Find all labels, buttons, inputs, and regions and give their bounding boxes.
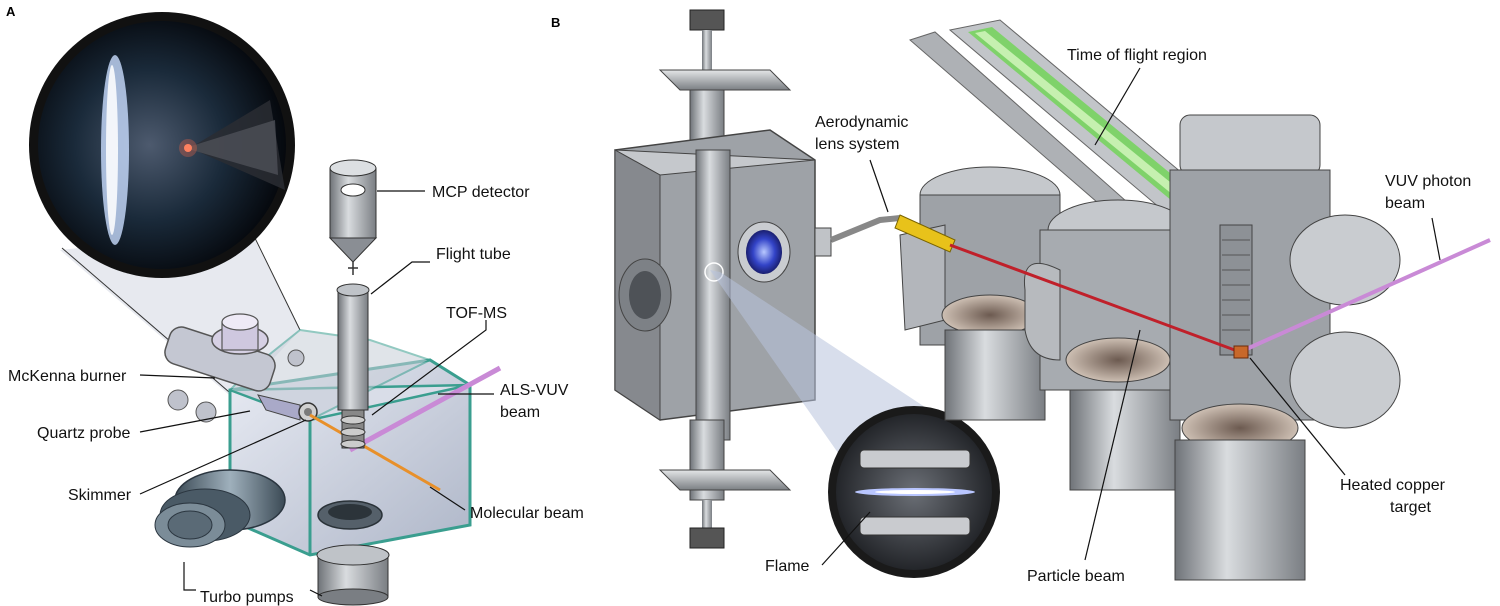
flight-tube <box>336 283 370 449</box>
label-aero-2: lens system <box>815 136 899 153</box>
label-mckenna-burner: McKenna burner <box>8 368 127 385</box>
label-vuv-1: VUV photon <box>1385 173 1471 190</box>
label-flame: Flame <box>765 558 810 575</box>
label-heated-2: target <box>1390 499 1431 516</box>
particle-beam-line <box>949 243 1241 354</box>
label-tof-ms: TOF-MS <box>446 305 507 322</box>
label-time-of-flight: Time of flight region <box>1067 47 1207 64</box>
label-turbo-pumps: Turbo pumps <box>200 589 294 606</box>
molecular-beam-line <box>309 413 441 492</box>
turbo-pumps <box>154 469 390 606</box>
label-particle-beam: Particle beam <box>1027 568 1125 585</box>
chambers-b <box>899 114 1401 581</box>
label-heated-1: Heated copper <box>1340 477 1446 494</box>
label-quartz-probe: Quartz probe <box>37 425 130 442</box>
flame-photo-inset <box>29 12 295 278</box>
tof-tube <box>909 19 1221 249</box>
label-skimmer: Skimmer <box>68 487 132 504</box>
label-aero-1: Aerodynamic <box>815 114 908 131</box>
quartz-probe <box>257 394 318 422</box>
vuv-photon-beam-line <box>1239 238 1491 354</box>
mckenna-burner <box>164 313 305 423</box>
panel-b-label: B <box>551 15 560 30</box>
panel-a-label: A <box>6 4 16 19</box>
label-mcp-detector: MCP detector <box>432 184 530 201</box>
label-molecular-beam: Molecular beam <box>470 505 584 522</box>
aerodynamic-lens <box>894 214 956 253</box>
mcp-detector <box>328 159 378 275</box>
label-als-vuv-2: beam <box>500 404 540 421</box>
als-vuv-beam-line <box>348 365 502 453</box>
heated-copper-target <box>1233 345 1249 359</box>
label-vuv-2: beam <box>1385 195 1425 212</box>
flame-inset-b <box>828 406 1000 578</box>
label-flight-tube: Flight tube <box>436 246 511 263</box>
label-als-vuv-1: ALS-VUV <box>500 382 569 399</box>
